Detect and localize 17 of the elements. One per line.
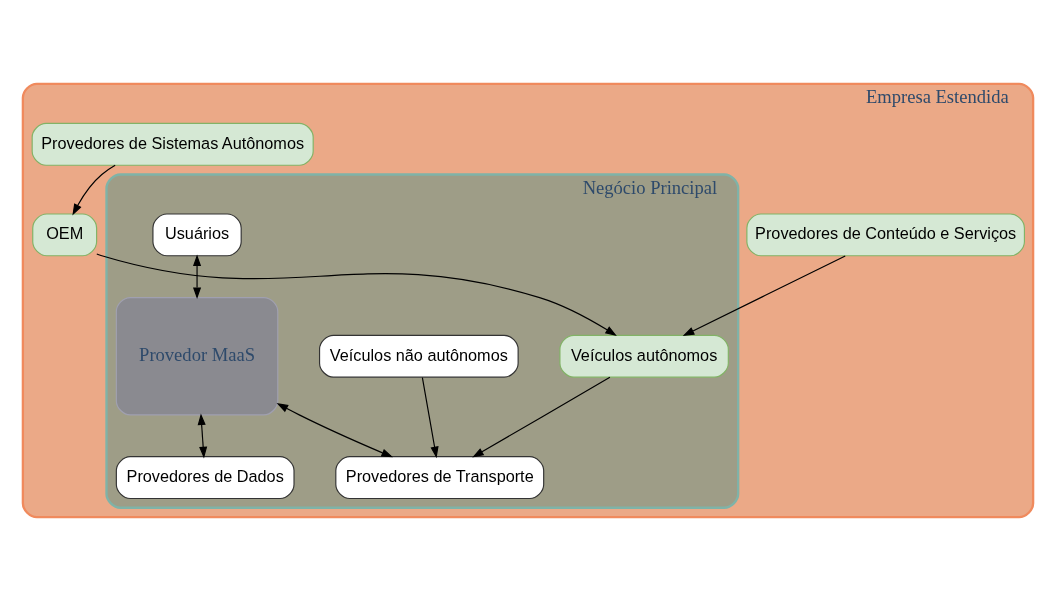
node-box: Provedores de Transporte [335,455,545,499]
node-box: OEM [32,212,98,256]
node-box: Provedor MaaS [115,296,279,415]
arrow [96,253,617,336]
arrow [197,412,208,458]
node-box: Provedores de Conteúdo e Serviços [746,212,1025,256]
arrow [72,164,116,215]
node-box: Provedores de Dados [115,455,295,499]
node-box: Veículos não autônomos [319,334,519,378]
node-box: Provedores de Sistemas Autônomos [31,122,314,166]
arrow [682,254,846,336]
arrow [472,376,611,458]
arrow [421,376,439,458]
node-box: Usuários [152,212,242,256]
arrow [276,402,394,457]
node-box: Veículos autônomos [559,334,729,378]
arrow [193,254,202,299]
